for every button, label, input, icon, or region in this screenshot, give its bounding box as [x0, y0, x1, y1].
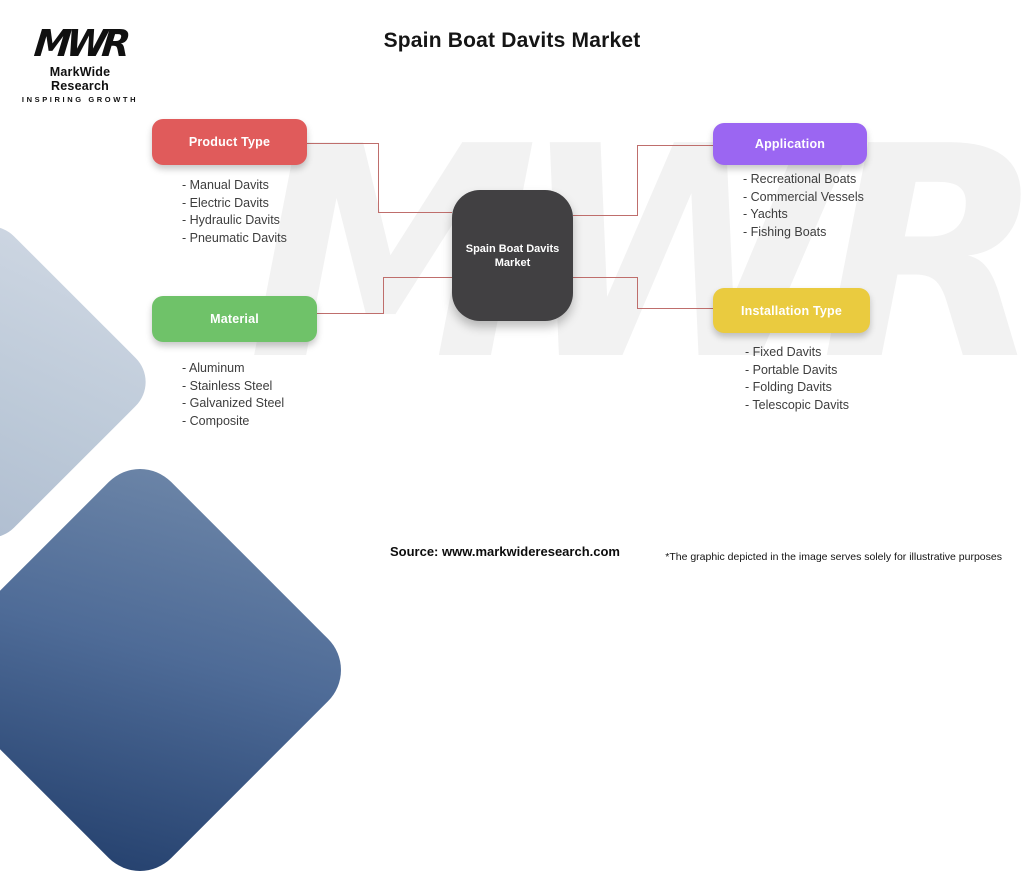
material-items: - Aluminum - Stainless Steel - Galvanize…	[182, 360, 284, 430]
disclaimer-text: *The graphic depicted in the image serve…	[665, 551, 1002, 563]
list-item: - Fishing Boats	[743, 224, 827, 239]
list-item: - Pneumatic Davits	[182, 230, 287, 245]
node-installation-type: Installation Type	[713, 288, 870, 333]
logo-company-name: MarkWide Research	[49, 65, 111, 93]
segmentation-diagram: Spain Boat Davits Market Product Type - …	[152, 119, 870, 430]
connector-material	[383, 277, 452, 278]
connector-application	[573, 215, 637, 216]
application-items: - Recreational Boats - Commercial Vessel…	[743, 171, 864, 241]
list-item: - Portable Davits	[745, 362, 838, 377]
connector-product-type	[378, 212, 452, 213]
list-item: - Aluminum	[182, 361, 245, 375]
list-item: - Telescopic Davits	[745, 397, 849, 412]
list-item: - Composite	[182, 413, 250, 428]
connector-product-type	[307, 143, 378, 144]
list-item: - Yachts	[743, 207, 788, 221]
node-application-label: Application	[754, 137, 826, 151]
connector-application	[637, 145, 638, 216]
connector-installation-type	[637, 277, 638, 309]
list-item: - Fixed Davits	[745, 345, 822, 359]
page-title: Spain Boat Davits Market	[383, 29, 641, 52]
list-item: - Commercial Vessels	[743, 189, 864, 204]
connector-application	[637, 145, 713, 146]
product-type-items: - Manual Davits - Electric Davits - Hydr…	[182, 177, 287, 247]
node-application: Application	[713, 123, 867, 165]
connector-installation-type	[573, 277, 637, 278]
node-product-type: Product Type	[152, 119, 307, 165]
logo-tagline: INSPIRING GROWTH	[21, 95, 139, 104]
installation-type-items: - Fixed Davits - Portable Davits - Foldi…	[745, 344, 849, 414]
node-material: Material	[152, 296, 317, 342]
node-product-type-label: Product Type	[188, 135, 271, 149]
center-node: Spain Boat Davits Market	[452, 190, 573, 321]
source-text: Source: www.markwideresearch.com	[389, 544, 620, 559]
node-installation-type-label: Installation Type	[740, 303, 843, 318]
connector-material	[316, 313, 383, 314]
connector-product-type	[378, 143, 379, 213]
list-item: - Stainless Steel	[182, 378, 273, 393]
connector-material	[383, 277, 384, 314]
list-item: - Recreational Boats	[743, 172, 857, 186]
list-item: - Galvanized Steel	[182, 396, 285, 410]
markwide-logo: MWR MarkWide Research INSPIRING GROWTH	[20, 22, 140, 104]
list-item: - Hydraulic Davits	[182, 213, 280, 227]
list-item: - Folding Davits	[745, 380, 832, 394]
node-material-label: Material	[210, 312, 259, 326]
list-item: - Electric Davits	[182, 195, 269, 210]
list-item: - Manual Davits	[182, 178, 269, 192]
center-node-label: Spain Boat Davits Market	[465, 242, 560, 269]
mwr-watermark: MWR	[248, 84, 1024, 424]
connector-installation-type	[637, 308, 713, 309]
